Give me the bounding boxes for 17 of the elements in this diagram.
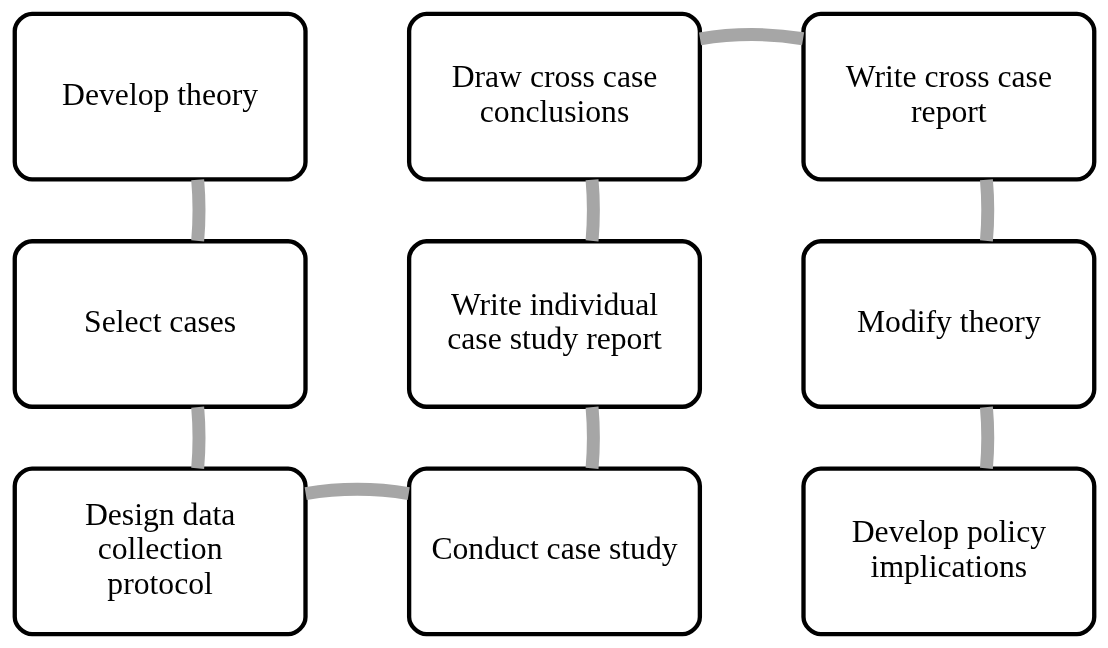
connector (585, 406, 600, 469)
node-box: Draw cross case conclusions (406, 11, 702, 182)
node-box: Design data collection protocol (12, 466, 308, 637)
node-box: Select cases (12, 239, 308, 409)
connector (979, 406, 994, 469)
connector (698, 28, 804, 46)
node-box: Modify theory (800, 239, 1096, 409)
node-box: Develop theory (12, 11, 308, 182)
node-box: Write individual case study report (406, 239, 702, 409)
connector (585, 179, 600, 242)
connector (304, 482, 410, 500)
connector (979, 179, 994, 242)
node-box: Write cross case report (800, 11, 1096, 182)
connector (190, 179, 205, 242)
node-box: Conduct case study (406, 466, 702, 637)
connector (190, 406, 205, 469)
node-box: Develop policy implications (800, 466, 1096, 637)
